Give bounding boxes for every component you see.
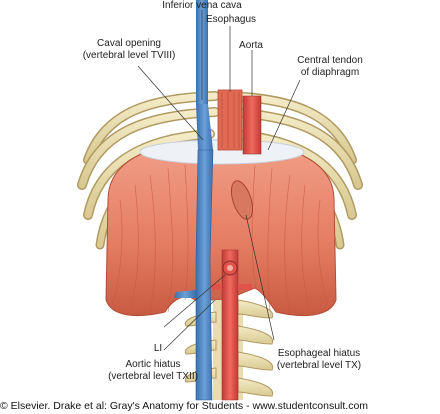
label-esophageal-hiatus-line2: (vertebral level TX) <box>276 360 362 371</box>
esophagus <box>217 89 254 220</box>
diaphragm-dome <box>105 139 337 317</box>
label-aortic-hiatus: Aortic hiatus (vertebral level TXII) <box>88 359 218 383</box>
esophageal-opening <box>230 180 254 220</box>
inferior-vena-cava <box>174 0 214 401</box>
label-central-tendon-line2: of diaphragm <box>300 67 360 78</box>
label-li: LI <box>153 343 163 354</box>
leader-lines <box>137 10 301 351</box>
label-aorta: Aorta <box>239 40 263 51</box>
label-caval-opening-line2: (vertebral level TVIII) <box>82 50 176 61</box>
label-aortic-hiatus-line1: Aortic hiatus <box>125 359 181 370</box>
label-central-tendon-line1: Central tendon <box>297 55 363 66</box>
label-esophagus: Esophagus <box>205 14 257 25</box>
copyright-notice: © Elsevier. Drake et al: Gray's Anatomy … <box>0 400 369 412</box>
label-aortic-hiatus-line2: (vertebral level TXII) <box>108 371 198 382</box>
muscle-fibres <box>111 164 329 313</box>
aorta <box>212 95 262 401</box>
label-caval-opening-line1: Caval opening <box>97 38 161 49</box>
label-inferior-vena-cava: Inferior vena cava <box>162 0 242 11</box>
label-esophageal-hiatus: Esophageal hiatus (vertebral level TX) <box>254 348 384 372</box>
label-caval-opening: Caval opening (vertebral level TVIII) <box>64 38 194 62</box>
label-esophageal-hiatus-line1: Esophageal hiatus <box>277 348 361 359</box>
label-central-tendon: Central tendon of diaphragm <box>280 55 380 79</box>
